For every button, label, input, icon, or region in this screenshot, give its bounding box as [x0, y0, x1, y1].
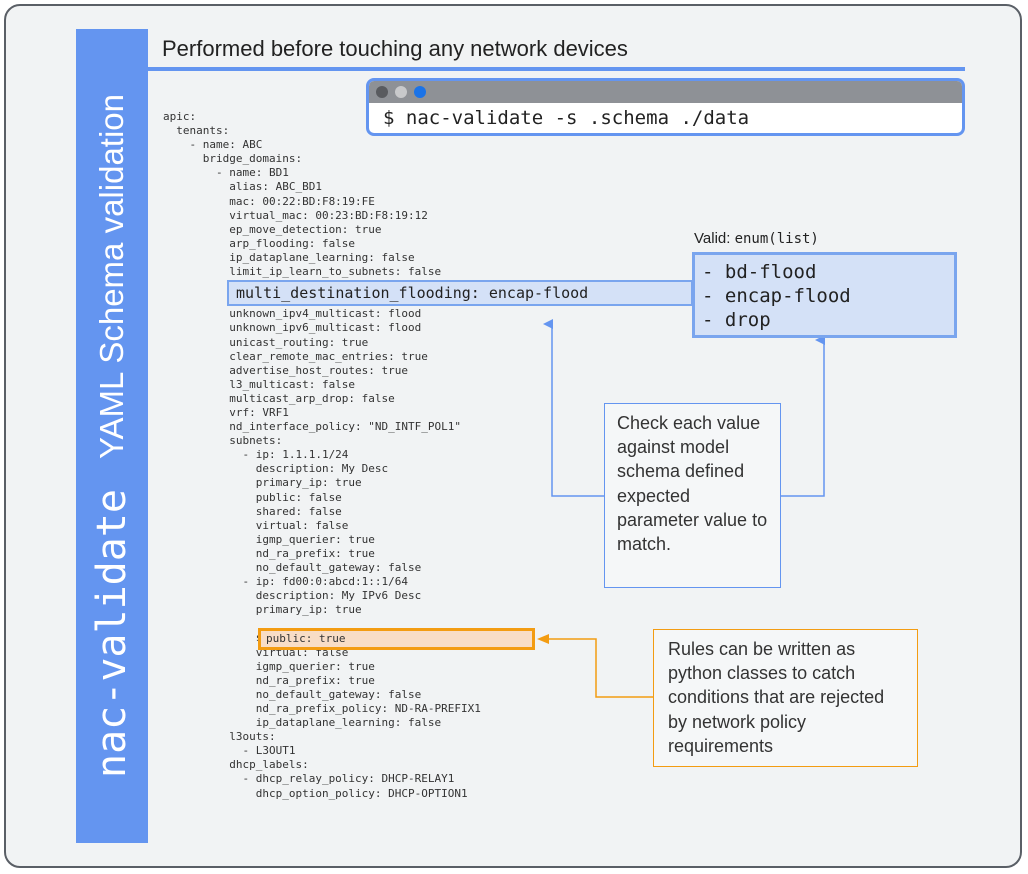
enum-value: - drop — [702, 309, 771, 331]
window-control-dot — [395, 86, 407, 98]
yaml-line: bridge_domains: — [163, 152, 303, 166]
window-control-dot — [414, 86, 426, 98]
yaml-line: l3outs: — [163, 730, 276, 744]
yaml-line: - name: ABC — [163, 138, 263, 152]
enum-values-box: - bd-flood - encap-flood - drop — [692, 252, 957, 338]
yaml-line: multicast_arp_drop: false — [163, 391, 395, 405]
yaml-line: subnets: — [163, 434, 283, 448]
arrow-head-orange — [537, 634, 549, 644]
arrow-to-enum-box — [781, 335, 825, 497]
yaml-line: advertise_host_routes: true — [163, 363, 409, 377]
yaml-line: description: My Desc — [163, 462, 389, 476]
valid-label-type: enum(list) — [734, 231, 819, 247]
window-control-dot — [376, 86, 388, 98]
yaml-line: ip_dataplane_learning: false — [163, 716, 442, 730]
yaml-line: tenants: — [163, 124, 230, 138]
yaml-line: limit_ip_learn_to_subnets: false — [163, 265, 442, 279]
yaml-line: igmp_querier: true — [163, 532, 375, 546]
rules-callout: Rules can be written as python classes t… — [653, 629, 918, 767]
yaml-line: unicast_routing: true — [163, 335, 369, 349]
yaml-line: unknown_ipv4_multicast: flood — [163, 307, 422, 321]
terminal-titlebar — [369, 81, 962, 103]
valid-label: Valid: enum(list) — [694, 230, 819, 247]
terminal-window: $ nac-validate -s .schema ./data — [366, 78, 965, 136]
check-callout: Check each value against model schema de… — [604, 403, 781, 588]
yaml-line: dhcp_option_policy: DHCP-OPTION1 — [163, 786, 468, 800]
yaml-line: - name: BD1 — [163, 166, 289, 180]
page-subtitle: Performed before touching any network de… — [162, 36, 628, 61]
header-bar: Performed before touching any network de… — [148, 29, 965, 71]
valid-label-prefix: Valid: — [694, 230, 735, 247]
yaml-line: no_default_gateway: false — [163, 687, 422, 701]
yaml-line: - dhcp_relay_policy: DHCP-RELAY1 — [163, 772, 455, 786]
yaml-line: nd_ra_prefix_policy: ND-RA-PREFIX1 — [163, 701, 481, 715]
yaml-line: clear_remote_mac_entries: true — [163, 349, 428, 363]
yaml-line: vrf: VRF1 — [163, 405, 289, 419]
public-highlight-text: public: true — [266, 632, 346, 645]
terminal-command-line: $ nac-validate -s .schema ./data — [383, 107, 749, 129]
public-highlight: public: true — [258, 628, 535, 650]
yaml-line: - ip: 1.1.1.1/24 — [163, 448, 349, 462]
yaml-line: primary_ip: true — [163, 603, 362, 617]
yaml-line: - ip: fd00:0:abcd:1::1/64 — [163, 575, 409, 589]
yaml-line: nd_ra_prefix: true — [163, 673, 375, 687]
arrow-to-public-line — [548, 638, 653, 698]
yaml-line: description: My IPv6 Desc — [163, 589, 422, 603]
enum-value: - bd-flood — [702, 261, 817, 283]
yaml-line: virtual_mac: 00:23:BD:F8:19:12 — [163, 208, 428, 222]
yaml-line: unknown_ipv6_multicast: flood — [163, 321, 422, 335]
yaml-line: nd_interface_policy: "ND_INTF_POL1" — [163, 420, 462, 434]
yaml-line: primary_ip: true — [163, 476, 362, 490]
flooding-highlight: multi_destination_flooding: encap-flood — [227, 280, 693, 306]
yaml-line: mac: 00:22:BD:F8:19:FE — [163, 194, 375, 208]
yaml-line: nd_ra_prefix: true — [163, 546, 375, 560]
yaml-line: shared: false — [163, 504, 342, 518]
yaml-line: public: false — [163, 490, 342, 504]
terminal-command: nac-validate -s .schema ./data — [405, 107, 750, 129]
sidebar-banner — [76, 29, 148, 843]
yaml-line: no_default_gateway: false — [163, 561, 422, 574]
yaml-line: l3_multicast: false — [163, 377, 356, 391]
enum-value: - encap-flood — [702, 285, 851, 307]
yaml-line: ip_dataplane_learning: false — [163, 250, 415, 264]
yaml-line: alias: ABC_BD1 — [163, 180, 322, 194]
terminal-prompt: $ — [383, 107, 395, 129]
arrow-to-flooding-line — [543, 319, 604, 497]
yaml-line: arp_flooding: false — [163, 236, 356, 250]
flooding-highlight-text: multi_destination_flooding: encap-flood — [236, 284, 589, 302]
yaml-line: igmp_querier: true — [163, 659, 375, 673]
yaml-line: apic: — [163, 110, 197, 123]
yaml-line: dhcp_labels: — [163, 758, 309, 772]
yaml-line: virtual: false — [163, 518, 349, 532]
yaml-line: - L3OUT1 — [163, 744, 296, 758]
yaml-line: ep_move_detection: true — [163, 222, 382, 236]
